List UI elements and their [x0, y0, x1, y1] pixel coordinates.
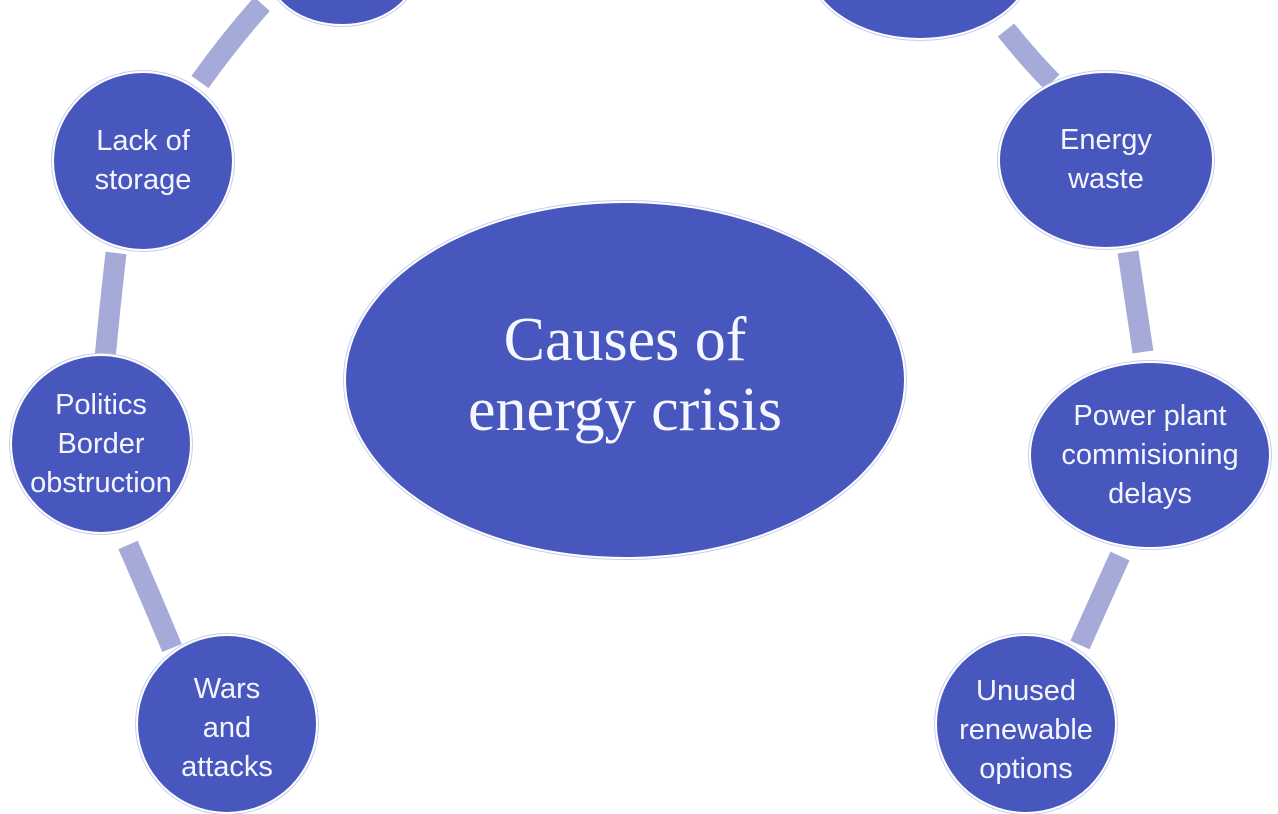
node-label-line: Wars — [193, 673, 261, 705]
node-label-line: Politics — [55, 388, 147, 421]
node-lack-of-storage: Lack of storage — [52, 71, 234, 251]
node-unused-renewable-options: Unused renewable options — [935, 634, 1117, 814]
node-label-line: obstruction — [30, 466, 172, 499]
node-label-line: Power plant — [1073, 399, 1227, 432]
connector-ring — [94, 0, 1154, 653]
node-wars-and-attacks: Wars and attacks — [136, 634, 318, 814]
node-power-plant-delays: Power plant commisioning delays — [1029, 361, 1271, 549]
connector-line — [997, 23, 1060, 90]
node-label-line: renewable — [959, 714, 1093, 746]
center-title-line: energy crisis — [468, 376, 782, 444]
connector-line — [191, 0, 270, 89]
connector-line — [1117, 250, 1154, 354]
node-label-line: and — [202, 712, 252, 744]
node-politics-border-obstruction: Politics Border obstruction — [10, 354, 192, 534]
node-label-line: waste — [1068, 163, 1144, 195]
node-label-line: storage — [94, 164, 192, 196]
center-title-line: Causes of — [503, 306, 747, 374]
node-label-line: attacks — [181, 751, 273, 783]
connector-line — [94, 251, 127, 359]
node-label-line: Energy — [1060, 124, 1152, 156]
connector-line — [1070, 551, 1130, 650]
node-energy-waste: Energy waste — [998, 71, 1214, 249]
node-label-line: delays — [1108, 477, 1192, 510]
node-label-line: commisioning — [1061, 438, 1239, 471]
node-label-line: Border — [57, 427, 145, 460]
connector-line — [118, 540, 182, 653]
node-label-line: options — [979, 753, 1073, 785]
diagram-canvas: Lack of storage Energy waste Causes of e… — [10, 0, 1271, 814]
node-label-line: Lack of — [96, 125, 190, 157]
center-node-causes-of-energy-crisis: Causes of energy crisis — [344, 201, 906, 559]
node-label-line: Unused — [976, 675, 1076, 707]
